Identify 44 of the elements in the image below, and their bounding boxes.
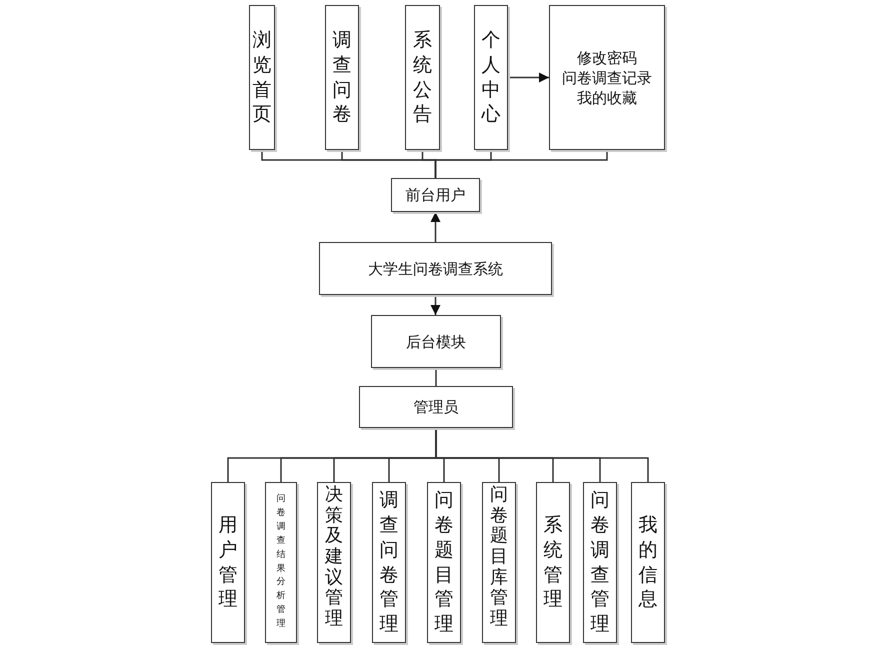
box-label: 我的信息 — [638, 513, 658, 612]
box-label: 调查问卷管理 — [379, 488, 399, 637]
process-box — [549, 5, 665, 150]
process-box — [265, 482, 297, 643]
box-label: 问卷调查记录 — [562, 68, 652, 88]
process-box — [536, 482, 570, 643]
box-label: 后台模块 — [406, 332, 466, 352]
box-label: 我的收藏 — [577, 88, 637, 108]
process-box — [211, 482, 245, 643]
box-label: 大学生问卷调查系统 — [368, 258, 503, 278]
box-label: 问卷调查管理 — [590, 488, 610, 637]
process-box — [631, 482, 665, 643]
box-label: 修改密码 — [577, 48, 637, 68]
arrow — [508, 72, 549, 82]
box-label: 系统公告 — [412, 28, 432, 127]
connector-line — [435, 368, 437, 386]
box-label: 个人中心 — [481, 28, 501, 127]
box-label: 浏览首页 — [252, 28, 272, 127]
process-box — [249, 5, 275, 150]
box-label: 问卷题目管理 — [434, 488, 454, 637]
process-box — [319, 242, 552, 295]
box-label: 管理员 — [414, 397, 458, 417]
process-box — [317, 482, 351, 643]
process-box — [474, 5, 508, 150]
connector-line — [434, 150, 608, 178]
process-box — [391, 178, 480, 212]
process-box — [583, 482, 617, 643]
box-label: 问卷题目库管理 — [490, 485, 508, 630]
connector-line — [435, 428, 649, 482]
box-label: 系统管理 — [543, 513, 563, 612]
process-box — [359, 386, 513, 428]
process-box — [427, 482, 461, 643]
arrow — [430, 295, 440, 315]
box-label: 调查问卷 — [332, 28, 352, 127]
process-box — [371, 315, 501, 368]
process-box — [372, 482, 406, 643]
box-label: 问卷调查结果分析管理 — [276, 492, 286, 632]
box-label: 决策及建议管理 — [324, 485, 344, 630]
process-box — [482, 482, 516, 643]
process-box — [325, 5, 359, 150]
process-box — [405, 5, 440, 150]
box-label: 用户管理 — [218, 513, 238, 612]
arrow — [430, 212, 440, 242]
box-label: 前台用户 — [406, 185, 466, 205]
